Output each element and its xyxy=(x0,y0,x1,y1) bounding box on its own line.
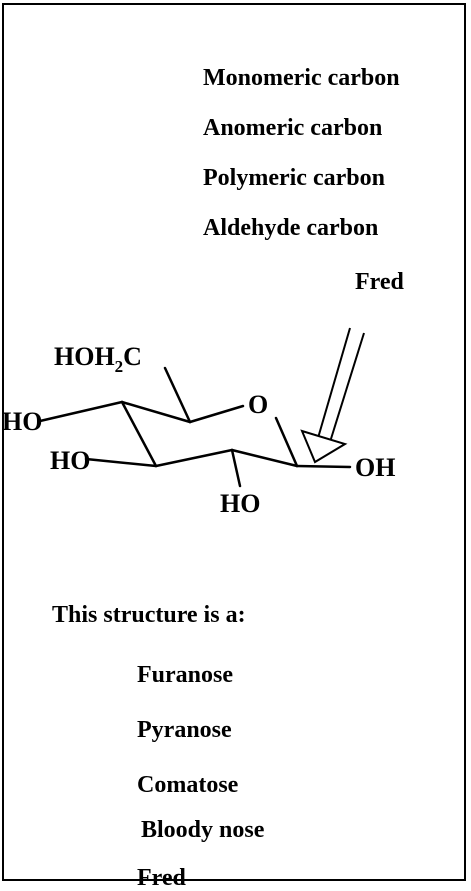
option-comatose[interactable]: Comatose xyxy=(137,772,239,798)
label-ho-c3: HO xyxy=(50,446,90,475)
bond-c2-oh xyxy=(230,448,242,488)
option-monomeric-carbon[interactable]: Monomeric carbon xyxy=(203,65,400,91)
bond-c3-c2 xyxy=(154,448,234,468)
arrow-icon xyxy=(300,327,365,464)
bond-c2-c1 xyxy=(230,448,299,468)
option-anomeric-carbon[interactable]: Anomeric carbon xyxy=(203,115,383,141)
bond-c5-o xyxy=(188,404,245,424)
option-fred-2[interactable]: Fred xyxy=(137,865,186,891)
bond-c5-ch2oh xyxy=(163,366,192,424)
option-furanose[interactable]: Furanose xyxy=(137,662,233,688)
option-fred-1[interactable]: Fred xyxy=(355,269,404,295)
label-oh-c1: OH xyxy=(355,453,395,482)
bond-c1-oh xyxy=(295,464,352,469)
bond-c4-c5 xyxy=(120,400,192,424)
bond-c4-c3 xyxy=(120,400,158,468)
bond-o-c1 xyxy=(274,416,299,468)
label-ho-c2: HO xyxy=(220,489,260,518)
option-bloody-nose[interactable]: Bloody nose xyxy=(141,817,265,843)
label-hoh2c: HOH2C xyxy=(54,342,142,376)
label-ring-oxygen: O xyxy=(248,390,268,419)
question2-prompt: This structure is a: xyxy=(52,602,246,628)
bond-c4-oh xyxy=(38,400,124,423)
question-frame xyxy=(2,3,466,881)
bond-c3-oh xyxy=(84,457,158,468)
option-pyranose[interactable]: Pyranose xyxy=(137,717,232,743)
option-polymeric-carbon[interactable]: Polymeric carbon xyxy=(203,165,385,191)
option-aldehyde-carbon[interactable]: Aldehyde carbon xyxy=(203,215,379,241)
label-ho-c4: HO xyxy=(2,407,42,436)
